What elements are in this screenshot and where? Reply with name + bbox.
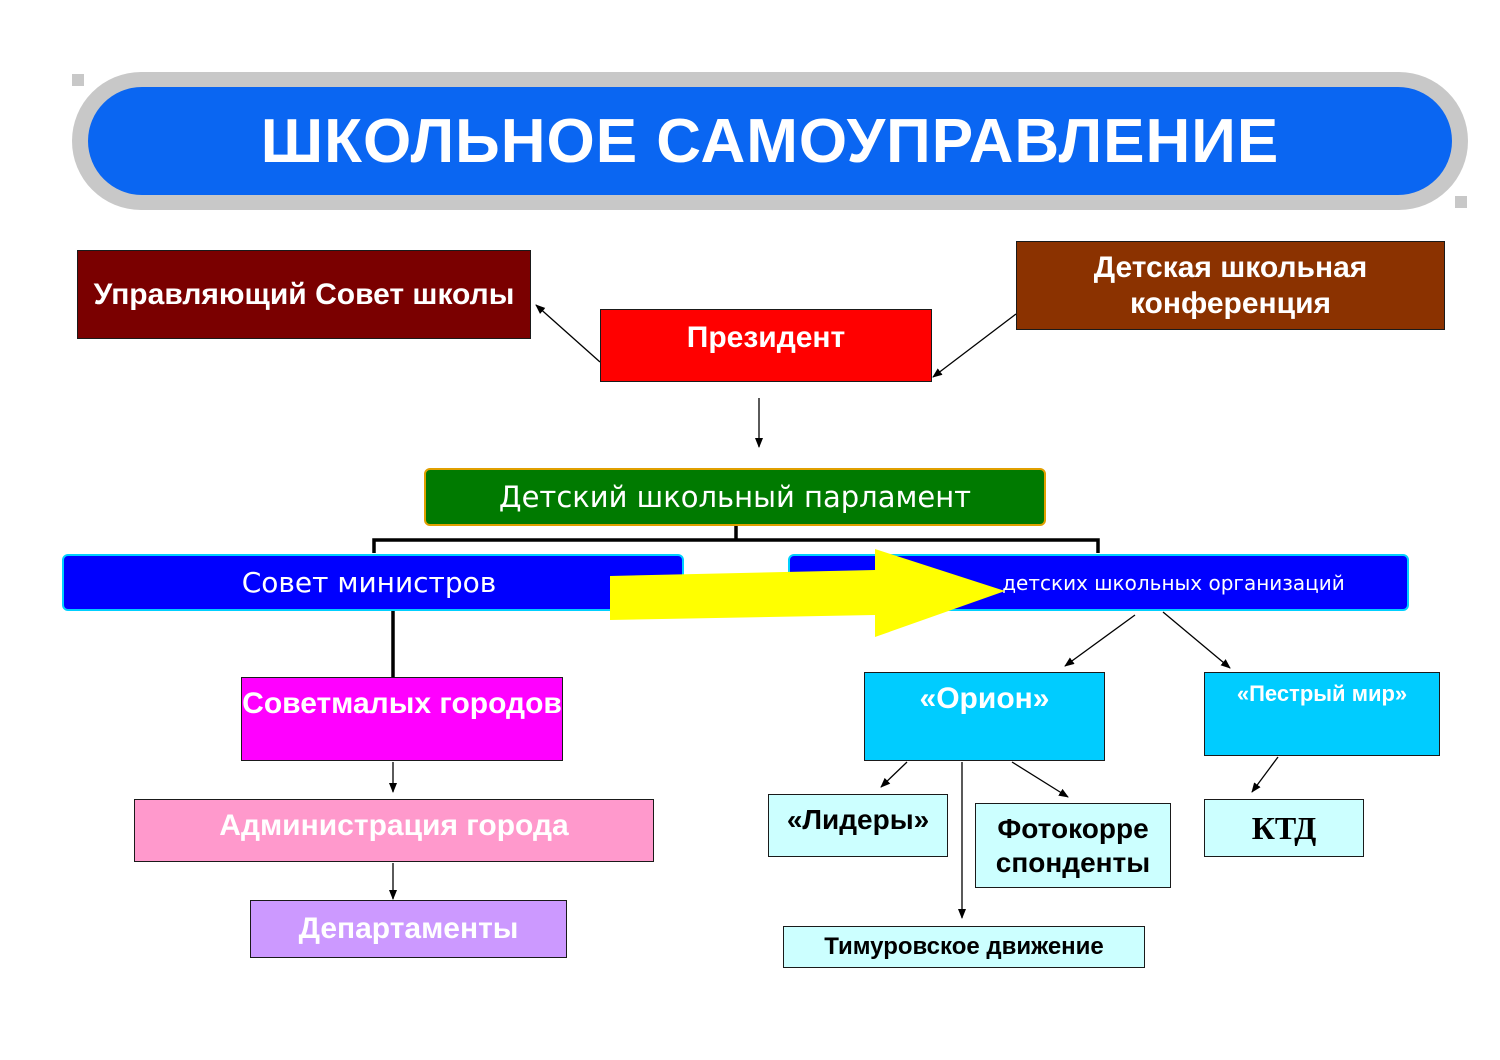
ktd-label: КТД (1251, 809, 1317, 846)
children-conference-label: Детская школьная конференция (1093, 250, 1368, 320)
leaders-label: «Лидеры» (786, 804, 930, 835)
parliament-box: Детский школьный парламент (424, 468, 1046, 526)
parliament-label: Детский школьный парламент (498, 479, 972, 514)
arrow-union-to-motley (1162, 611, 1231, 669)
yellow-arrow-shape (610, 549, 1005, 637)
page-title: ШКОЛЬНОЕ САМОУПРАВЛЕНИЕ (260, 106, 1280, 176)
small-cities-box: Советмалых городов (241, 677, 563, 761)
departments-label: Департаменты (298, 912, 519, 945)
orion-box: «Орион» (864, 672, 1105, 761)
title-banner: ШКОЛЬНОЕ САМОУПРАВЛЕНИЕ (88, 87, 1452, 195)
union-label: детских школьных организаций (1002, 570, 1345, 595)
motley-world-label: «Пестрый мир» (1236, 681, 1408, 706)
arrow-president-to-council (535, 304, 601, 363)
small-cities-label: Советмалых городов (242, 687, 562, 720)
president-label: Президент (686, 321, 846, 354)
arrow-motley-to-ktd (1251, 756, 1279, 793)
ktd-box: КТД (1204, 799, 1364, 857)
city-admin-label: Администрация города (219, 809, 569, 842)
motley-world-box: «Пестрый мир» (1204, 672, 1440, 756)
governing-council-label: Управляющий Совет школы (93, 277, 515, 311)
arrow-conference-to-president (932, 313, 1017, 378)
president-box: Президент (600, 309, 932, 382)
timur-movement-label: Тимуровское движение (824, 932, 1104, 960)
city-admin-box: Администрация города (134, 799, 654, 862)
governing-council-box: Управляющий Совет школы (77, 250, 531, 339)
timur-movement-box: Тимуровское движение (783, 926, 1145, 968)
corner-square-bottom-right (1455, 196, 1467, 208)
arrow-orion-to-leaders (880, 761, 908, 788)
corner-square-top-left (72, 74, 84, 86)
arrow-orion-to-photo (1011, 761, 1069, 798)
arrow-union-to-orion (1064, 614, 1136, 667)
children-conference-box: Детская школьная конференция (1016, 241, 1445, 330)
orion-label: «Орион» (919, 682, 1050, 715)
departments-box: Департаменты (250, 900, 567, 958)
ministers-label: Совет министров (241, 565, 497, 599)
photo-correspondents-label: Фотокорре спонденты (995, 812, 1151, 878)
photo-correspondents-box: Фотокорре спонденты (975, 803, 1171, 888)
leaders-box: «Лидеры» (768, 794, 948, 857)
ministers-box: Совет министров (62, 554, 684, 611)
